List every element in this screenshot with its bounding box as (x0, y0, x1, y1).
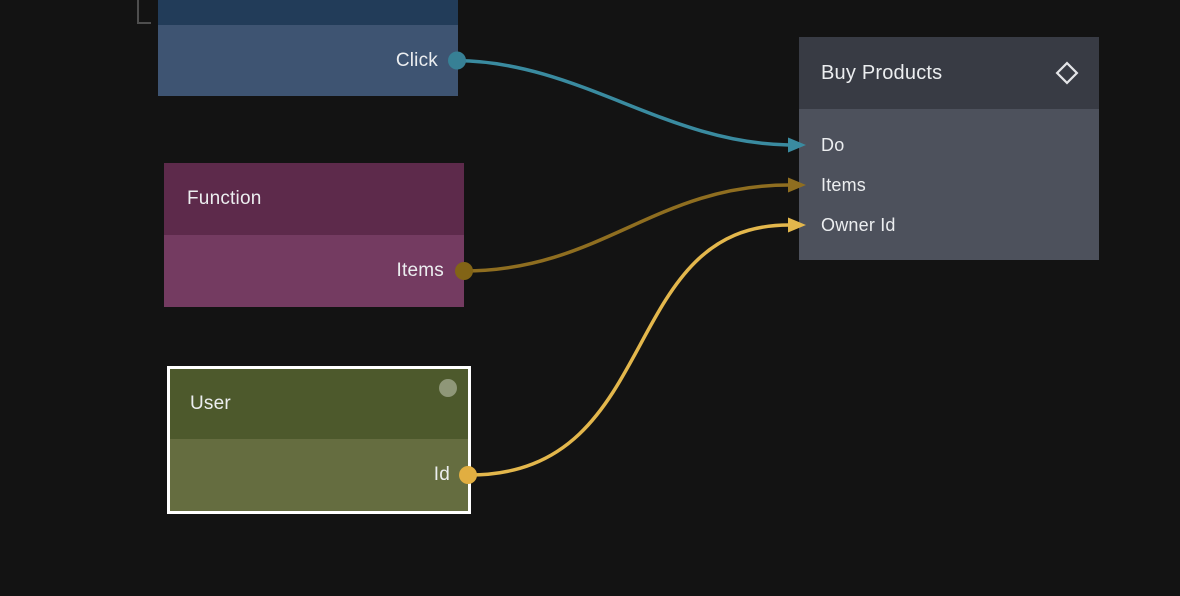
node-function[interactable]: Function Items (164, 163, 464, 307)
output-port-click[interactable] (448, 51, 466, 70)
input-port-label-owner-id: Owner Id (821, 214, 896, 235)
node-buy-products[interactable]: Buy Products Do Items Owner Id (799, 37, 1099, 260)
node-function-body: Items (164, 235, 464, 307)
output-port-label-id: Id (433, 464, 450, 485)
input-port-label-do: Do (821, 134, 845, 155)
node-user-title: User (190, 393, 231, 414)
input-row-do[interactable]: Do (799, 125, 1099, 165)
node-click[interactable]: Click (158, 0, 458, 96)
input-row-owner-id[interactable]: Owner Id (799, 205, 1099, 245)
node-buy-products-body: Do Items Owner Id (799, 109, 1099, 260)
node-user-header[interactable]: User (170, 369, 468, 439)
node-click-body: Click (158, 25, 458, 96)
arrow-head-owner-id-icon (788, 217, 806, 233)
selection-corner-bracket (137, 0, 151, 24)
node-function-title: Function (187, 188, 262, 209)
node-function-header[interactable]: Function (164, 163, 464, 235)
arrow-head-items-icon (788, 177, 806, 193)
output-port-items[interactable] (455, 262, 473, 280)
node-user-body: Id (170, 439, 468, 511)
arrow-head-do-icon (788, 137, 806, 153)
output-port-label-items: Items (396, 260, 444, 281)
wire-items-to-items[interactable] (463, 183, 790, 273)
node-buy-products-title: Buy Products (821, 61, 943, 84)
output-port-id[interactable] (459, 466, 477, 484)
input-port-label-items: Items (821, 174, 867, 195)
diamond-icon (1053, 59, 1081, 87)
node-buy-products-header[interactable]: Buy Products (799, 37, 1099, 109)
node-click-header[interactable] (158, 0, 458, 25)
output-port-label-click: Click (395, 49, 438, 71)
status-dot-icon (439, 379, 457, 397)
node-user[interactable]: User Id (167, 366, 471, 514)
input-row-items[interactable]: Items (799, 165, 1099, 205)
wire-click-to-do[interactable] (456, 58, 790, 147)
wire-id-to-owner-id[interactable] (467, 223, 790, 477)
